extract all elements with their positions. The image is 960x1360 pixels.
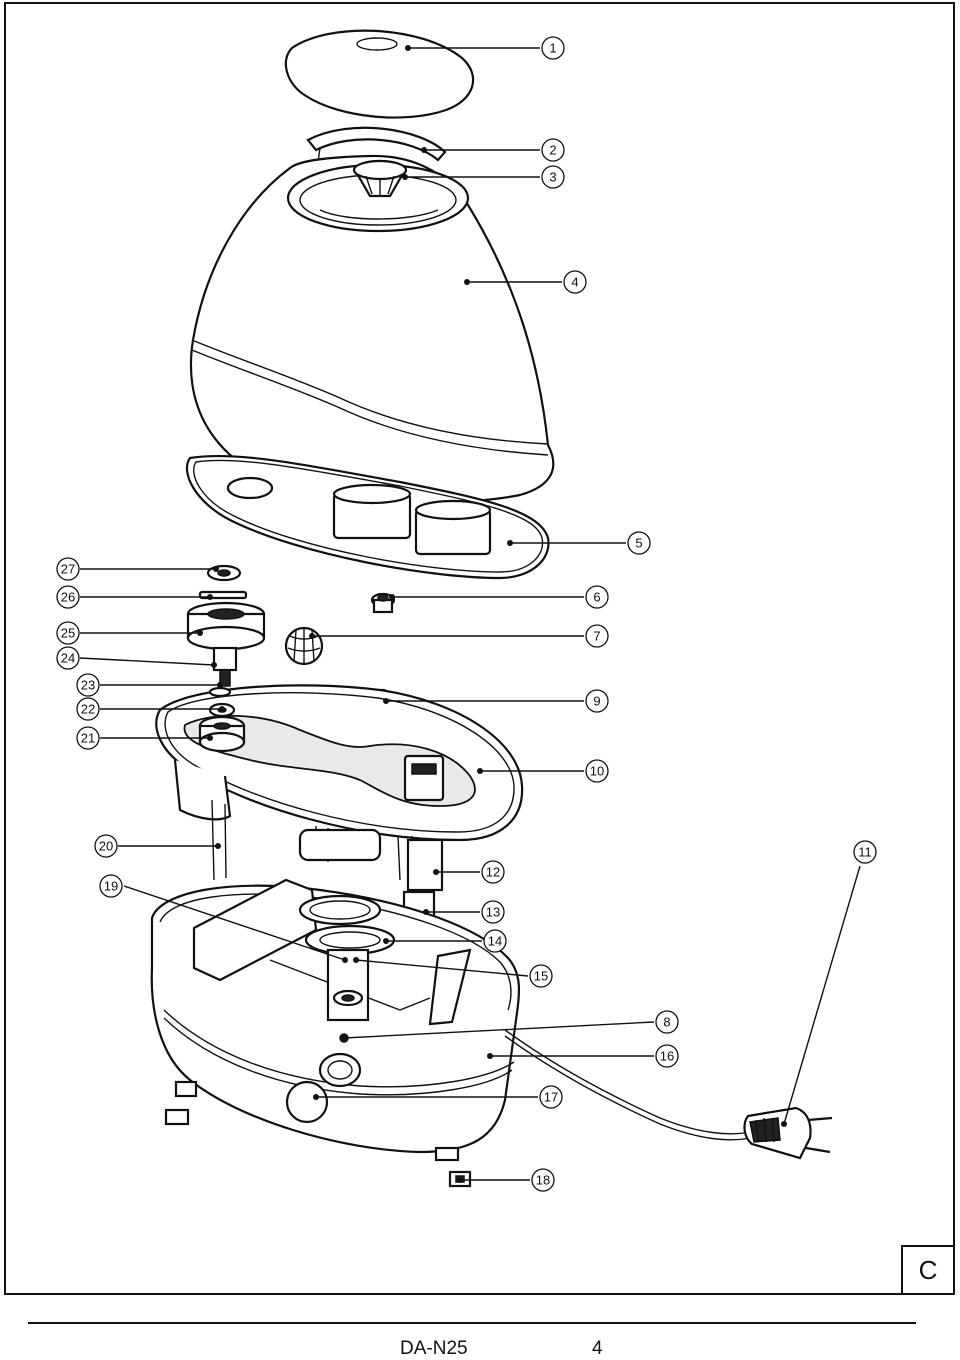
callout-18: 18 xyxy=(531,1168,555,1192)
callout-20: 20 xyxy=(94,834,118,858)
callout-13: 13 xyxy=(481,900,505,924)
svg-text:16: 16 xyxy=(660,1049,674,1064)
callout-26: 26 xyxy=(56,585,80,609)
svg-text:14: 14 xyxy=(488,934,502,949)
callout-25: 25 xyxy=(56,621,80,645)
section-letter-box: C xyxy=(901,1245,955,1295)
callout-3: 3 xyxy=(541,165,565,189)
svg-text:2: 2 xyxy=(549,143,556,158)
svg-text:20: 20 xyxy=(99,839,113,854)
callout-8: 8 xyxy=(655,1010,679,1034)
leader-lines xyxy=(79,45,861,1183)
part-tank-base xyxy=(185,454,550,580)
section-letter: C xyxy=(918,1254,938,1285)
callout-1: 1 xyxy=(541,36,565,60)
callout-15: 15 xyxy=(529,964,553,988)
svg-text:19: 19 xyxy=(104,879,118,894)
page-frame xyxy=(4,2,955,1295)
svg-text:27: 27 xyxy=(61,562,75,577)
part-valve-assembly xyxy=(186,564,266,687)
callout-27: 27 xyxy=(56,557,80,581)
part-water-tank xyxy=(189,154,555,504)
svg-text:11: 11 xyxy=(858,845,872,860)
svg-text:15: 15 xyxy=(534,969,548,984)
svg-text:22: 22 xyxy=(81,702,95,717)
callout-12: 12 xyxy=(481,860,505,884)
exploded-view-diagram: 1 2 3 4 5 6 7 8 9 10 11 12 13 14 15 16 1… xyxy=(56,29,877,1192)
svg-text:8: 8 xyxy=(663,1015,670,1030)
callout-7: 7 xyxy=(585,624,609,648)
svg-text:5: 5 xyxy=(635,536,642,551)
svg-text:6: 6 xyxy=(593,590,600,605)
page-number: 4 xyxy=(592,1338,603,1359)
callout-14: 14 xyxy=(483,929,507,953)
callout-4: 4 xyxy=(563,270,587,294)
callout-17: 17 xyxy=(539,1085,563,1109)
part-nut xyxy=(370,592,396,614)
part-reservoir xyxy=(155,684,524,889)
svg-text:1: 1 xyxy=(549,41,556,56)
model-label: DA-N25 xyxy=(400,1338,468,1359)
svg-text:7: 7 xyxy=(593,629,600,644)
part-knob xyxy=(285,1080,329,1124)
svg-text:26: 26 xyxy=(61,590,75,605)
svg-text:24: 24 xyxy=(61,651,75,666)
part-base-housing xyxy=(150,878,521,1162)
svg-text:13: 13 xyxy=(486,905,500,920)
callout-22: 22 xyxy=(76,697,100,721)
svg-text:23: 23 xyxy=(81,678,95,693)
svg-text:18: 18 xyxy=(536,1173,550,1188)
svg-text:25: 25 xyxy=(61,626,75,641)
svg-text:17: 17 xyxy=(544,1090,558,1105)
part-power-cord xyxy=(504,1029,833,1160)
callout-21: 21 xyxy=(76,726,100,750)
part-cap xyxy=(284,29,475,119)
svg-text:9: 9 xyxy=(593,694,600,709)
footer-rule xyxy=(28,1322,916,1324)
callout-23: 23 xyxy=(76,673,100,697)
svg-text:4: 4 xyxy=(571,275,578,290)
part-float xyxy=(284,626,324,666)
callout-9: 9 xyxy=(585,689,609,713)
callout-5: 5 xyxy=(627,531,651,555)
svg-text:21: 21 xyxy=(81,731,95,746)
callout-24: 24 xyxy=(56,646,80,670)
callout-2: 2 xyxy=(541,138,565,162)
svg-text:3: 3 xyxy=(549,170,556,185)
callout-19: 19 xyxy=(99,874,123,898)
svg-text:12: 12 xyxy=(486,865,500,880)
part-filter xyxy=(352,159,408,198)
callout-16: 16 xyxy=(655,1044,679,1068)
callout-10: 10 xyxy=(585,759,609,783)
callout-6: 6 xyxy=(585,585,609,609)
svg-text:10: 10 xyxy=(590,764,604,779)
callout-11: 11 xyxy=(853,840,877,864)
